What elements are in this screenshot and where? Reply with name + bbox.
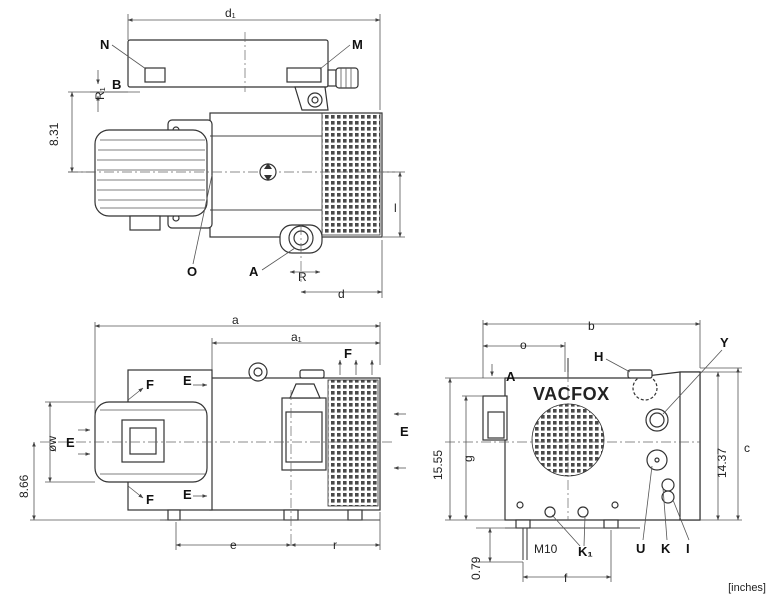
label-f-3: F [344, 346, 352, 361]
label-e-2: E [183, 487, 192, 502]
label-e-1: E [183, 373, 192, 388]
dim-l: l [394, 201, 397, 215]
label-u: U [636, 541, 645, 556]
label-y: Y [720, 335, 729, 350]
dim-r1: R₁ [93, 87, 107, 100]
side-view: a a₁ øw 8.66 [17, 313, 409, 552]
label-a-top: A [249, 264, 259, 279]
label-e-3: E [66, 435, 75, 450]
label-n: N [100, 37, 109, 52]
label-a-end: A [506, 369, 516, 384]
port-m [286, 67, 322, 83]
dim-g: g [461, 455, 475, 462]
label-k: K [661, 541, 671, 556]
cooling-grille-side [327, 379, 379, 507]
dim-f: f [564, 571, 568, 585]
dim-w: øw [45, 436, 59, 452]
dim-r: R [298, 270, 307, 284]
dim-a1: a₁ [291, 330, 302, 344]
end-view: b o VACFOX [431, 319, 750, 585]
dim-c: c [744, 441, 750, 455]
dim-o: o [520, 338, 527, 352]
dim-1555: 15.55 [431, 450, 445, 480]
cooling-grille-top [321, 112, 381, 236]
dim-a: a [232, 313, 239, 327]
dim-d1: d₁ [225, 6, 236, 20]
label-m: M [352, 37, 363, 52]
units-note: [inches] [728, 582, 766, 594]
label-h: H [594, 349, 603, 364]
label-f-2: F [146, 492, 154, 507]
dim-e: e [230, 538, 237, 552]
dim-866: 8.66 [17, 474, 31, 498]
dim-b: b [588, 319, 595, 333]
port-n [144, 67, 166, 83]
brand-logo: VACFOX [533, 384, 610, 404]
dim-m10: M10 [534, 542, 558, 556]
label-o: O [187, 264, 197, 279]
motor-top [94, 129, 208, 217]
top-view: d₁ [47, 6, 405, 301]
dim-1437: 14.37 [715, 448, 729, 478]
label-e-4: E [400, 424, 409, 439]
label-f-1: F [146, 377, 154, 392]
dim-079: 0.79 [469, 556, 483, 580]
dim-r-side: r [333, 538, 337, 552]
dim-831: 8.31 [47, 122, 61, 146]
dim-d: d [338, 287, 345, 301]
label-i: I [686, 541, 690, 556]
label-k1: K₁ [578, 544, 593, 559]
label-b: B [112, 77, 121, 92]
